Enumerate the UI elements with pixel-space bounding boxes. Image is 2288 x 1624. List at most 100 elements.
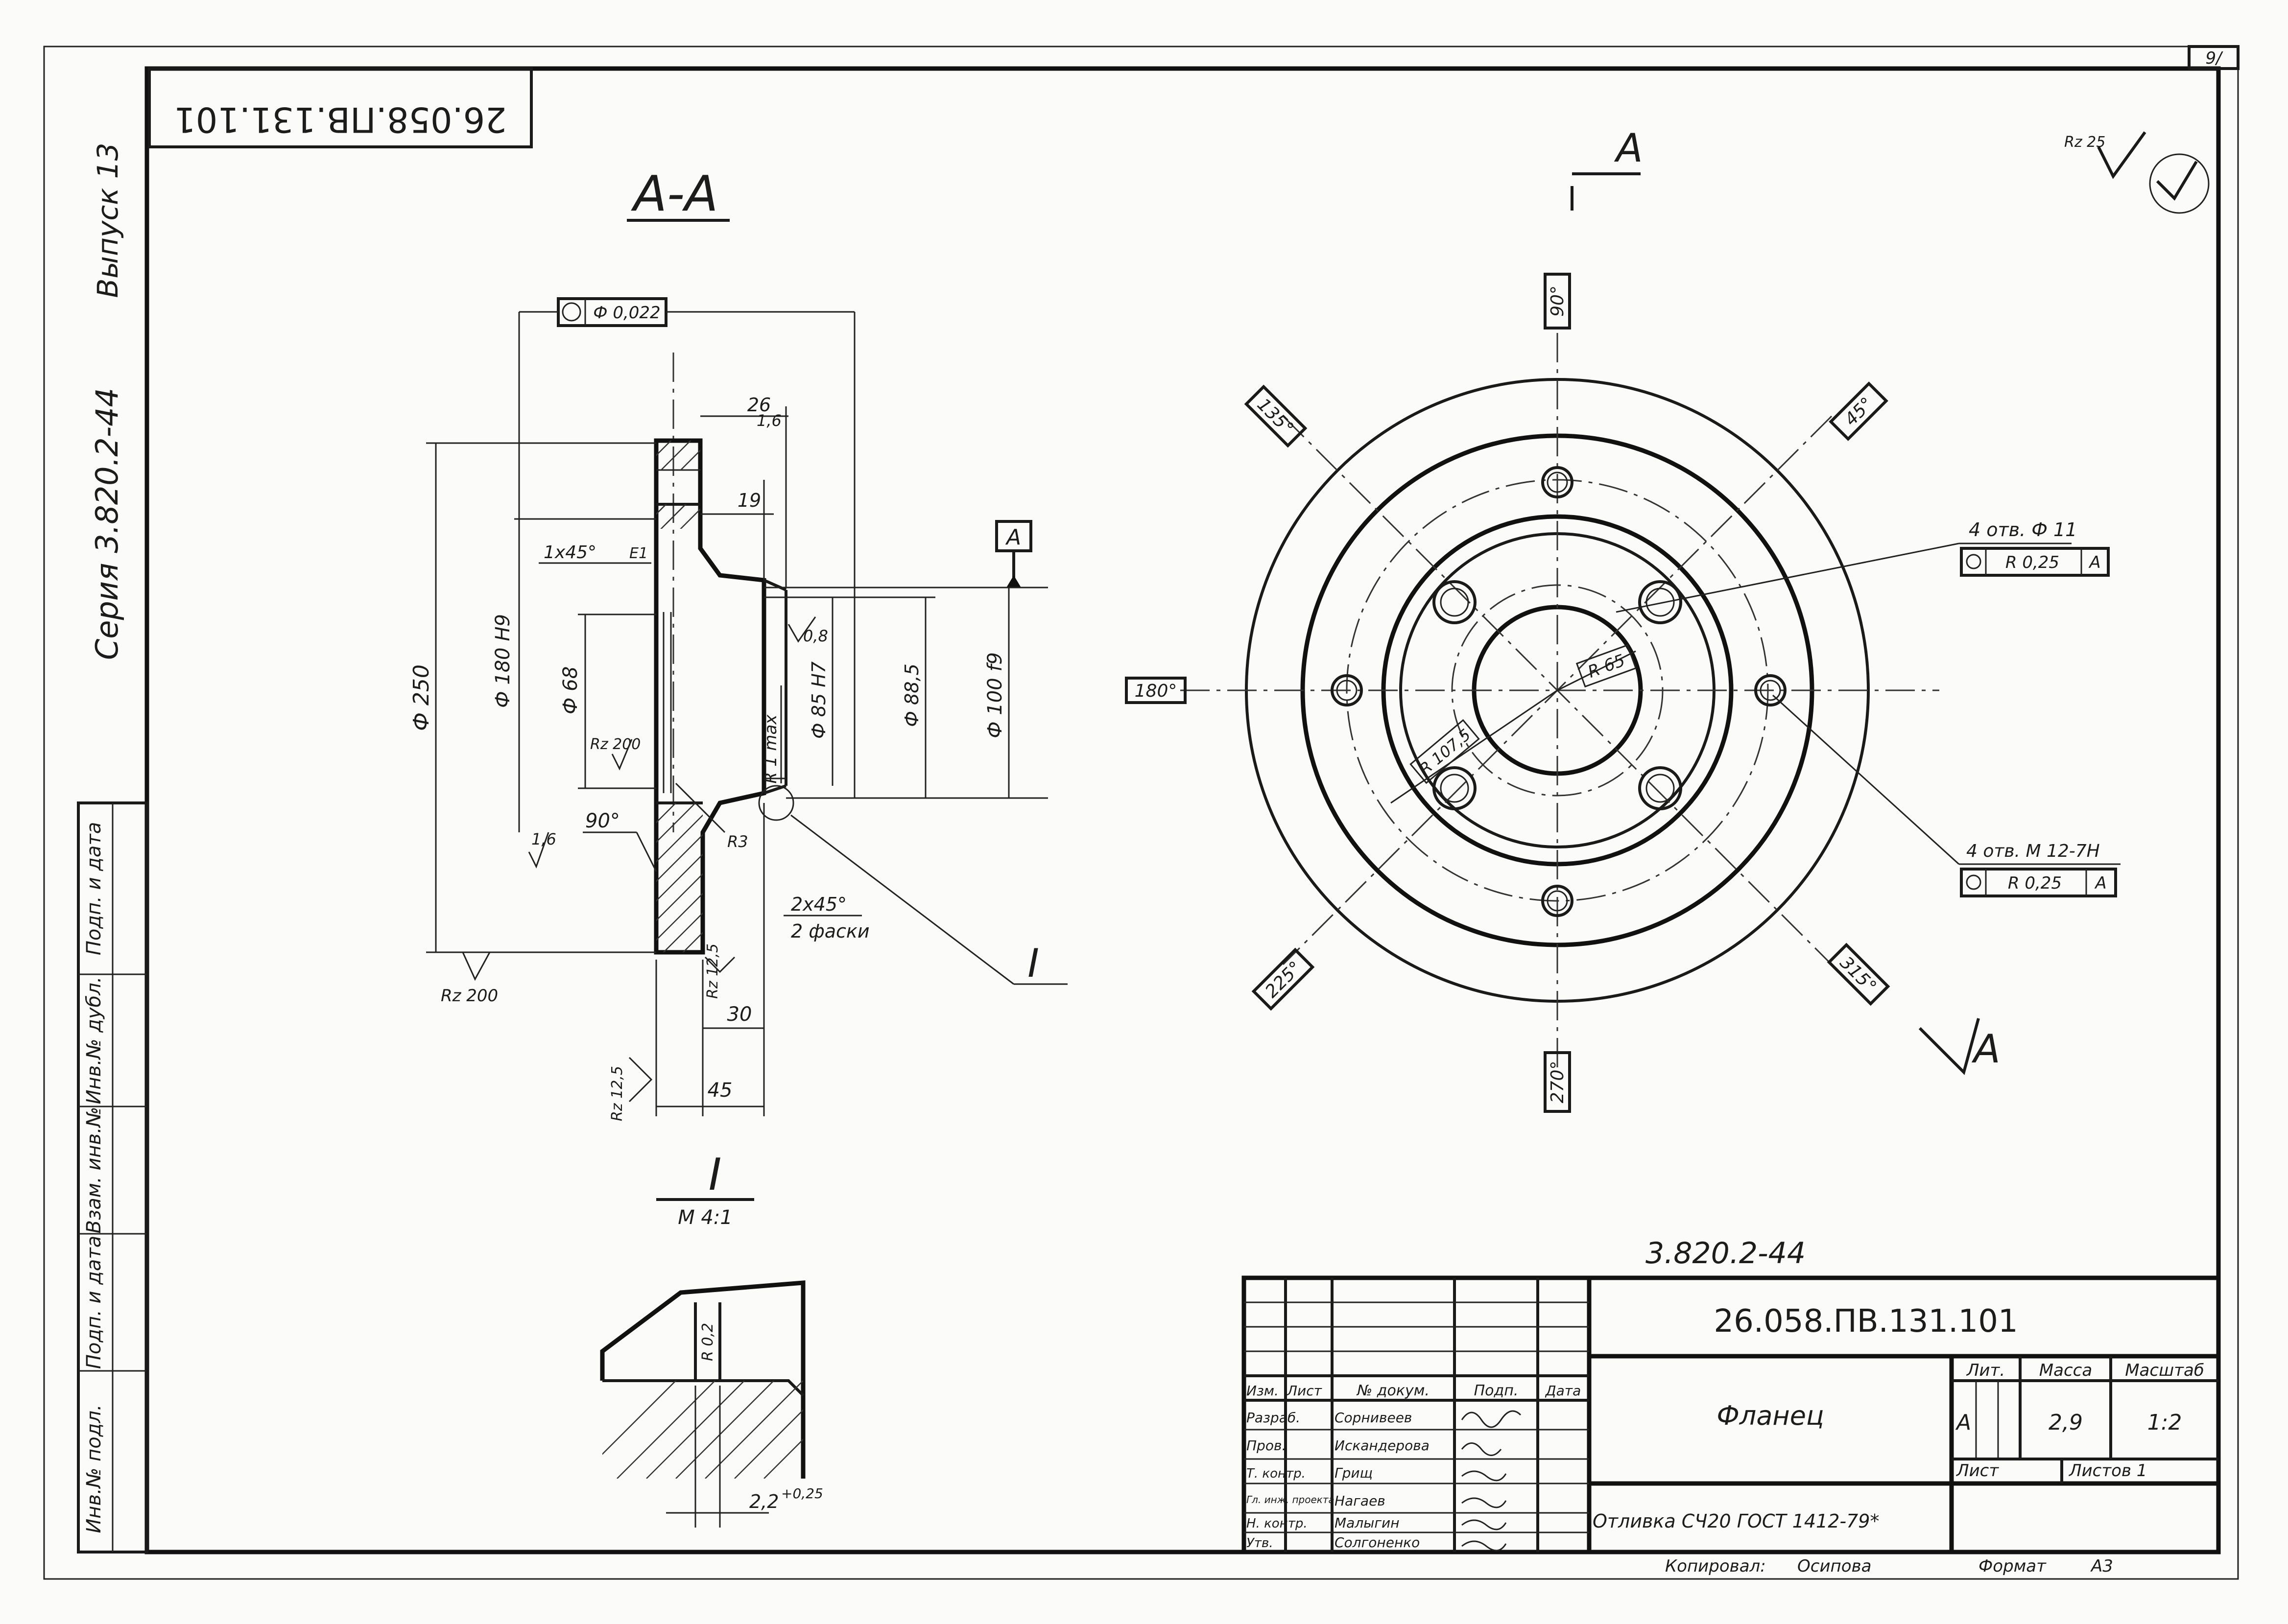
label-e1: E1 bbox=[629, 545, 648, 562]
sheet-edge bbox=[43, 46, 2239, 1580]
hole-45 bbox=[1638, 580, 1682, 624]
role-1: Пров. bbox=[1246, 1437, 1286, 1454]
name-0: Сорнивеев bbox=[1335, 1410, 1412, 1426]
dim-d250: Ф 250 bbox=[409, 664, 434, 731]
dim-r1max: R 1 max bbox=[761, 714, 781, 784]
hole-135 bbox=[1432, 580, 1477, 624]
lit-value: А bbox=[1955, 1410, 1971, 1435]
sheet-label: Лист bbox=[1955, 1461, 1999, 1481]
angle-90: 90° bbox=[585, 810, 620, 832]
dim-d88: Ф 88,5 bbox=[901, 663, 923, 727]
th-sign: Подп. bbox=[1474, 1382, 1519, 1399]
thread-note: 4 отв. М 12-7Н bbox=[1966, 841, 2100, 861]
strip-inv-podl: Инв.№ подл. bbox=[83, 1404, 105, 1533]
detail-tol: +0,25 bbox=[781, 1485, 823, 1502]
format-label: Формат bbox=[1978, 1556, 2047, 1576]
rotated-code: 26.058.ПВ.131.101 bbox=[174, 99, 507, 140]
detail-r02: R 0,2 bbox=[699, 1323, 716, 1361]
holes-note: 4 отв. Ф 11 bbox=[1969, 519, 2077, 541]
title-block: 3.820.2-44 Изм. Лист № докум. Подп. Дата… bbox=[1241, 1236, 2221, 1576]
thread-270 bbox=[1541, 885, 1573, 917]
detail-circle bbox=[758, 785, 794, 821]
hole-225 bbox=[1432, 766, 1477, 810]
strip-inv-dubl: Инв.№ дубл. bbox=[83, 977, 105, 1105]
role-2: Т. контр. bbox=[1246, 1466, 1306, 1481]
angle-45: 45° bbox=[1829, 381, 1888, 441]
chamfer-note: 2 фаски bbox=[791, 920, 870, 942]
chamfer-1x45: 1х45° bbox=[544, 542, 596, 563]
sheet-number: 9/ bbox=[2205, 48, 2223, 68]
angle-315: 315° bbox=[1827, 942, 1890, 1006]
role-3: Гл. инж. проекта bbox=[1246, 1494, 1335, 1506]
angle-270: 270° bbox=[1544, 1051, 1571, 1113]
sheets-label: Листов 1 bbox=[2068, 1461, 2147, 1481]
mass-value: 2,9 bbox=[2049, 1410, 2083, 1435]
detail-title: I bbox=[709, 1149, 722, 1200]
th-izm: Изм. bbox=[1246, 1383, 1279, 1399]
th-date: Дата bbox=[1545, 1383, 1581, 1399]
dim-d68: Ф 68 bbox=[559, 666, 582, 714]
section-mark-bottom: А bbox=[1971, 1026, 2001, 1072]
copied-label: Копировал: bbox=[1665, 1556, 1766, 1576]
hole-315 bbox=[1638, 766, 1682, 810]
svg-text:180°: 180° bbox=[1135, 681, 1177, 701]
doc-code: 26.058.ПВ.131.101 bbox=[1714, 1303, 2018, 1340]
detail-dim: 2,2 bbox=[749, 1491, 779, 1512]
chamfer-2x45: 2х45° bbox=[791, 894, 847, 915]
scale-value: 1:2 bbox=[2147, 1410, 2182, 1435]
thread-90 bbox=[1541, 466, 1573, 498]
section-view: А-А Ф 0,022 bbox=[409, 165, 1068, 1121]
holes-datum: А bbox=[2088, 553, 2100, 572]
radius-r3: R3 bbox=[727, 832, 748, 851]
format-value: А3 bbox=[2090, 1556, 2113, 1576]
angle-180: 180° bbox=[1125, 677, 1187, 704]
role-4: Н. контр. bbox=[1246, 1516, 1308, 1531]
svg-text:270°: 270° bbox=[1548, 1061, 1568, 1104]
angle-225: 225° bbox=[1251, 947, 1315, 1011]
name-3: Нагаев bbox=[1335, 1493, 1385, 1509]
strip-podp-1: Подп. и дата bbox=[83, 1236, 105, 1369]
detail-scale: М 4:1 bbox=[678, 1206, 733, 1229]
dim-d180: Ф 180 Н9 bbox=[492, 614, 514, 708]
th-doc: № докум. bbox=[1356, 1382, 1430, 1399]
strip-podp-2: Подп. и дата bbox=[83, 822, 105, 955]
sheet-number-box bbox=[2188, 45, 2240, 70]
issue-text: Выпуск 13 bbox=[91, 143, 124, 298]
detail-outline bbox=[600, 1280, 806, 1479]
thread-datum: А bbox=[2094, 873, 2106, 893]
dim-19: 19 bbox=[738, 490, 761, 511]
name-4: Малыгин bbox=[1335, 1515, 1400, 1531]
thread-0 bbox=[1754, 674, 1787, 706]
roughness-symbol bbox=[2097, 131, 2146, 179]
material: Отливка СЧ20 ГОСТ 1412-79* bbox=[1593, 1510, 1879, 1532]
holes-tol-frame bbox=[1960, 547, 2110, 577]
detail-callout: I bbox=[1027, 941, 1039, 986]
copied-name: Осипова bbox=[1797, 1556, 1871, 1576]
strip-vzam: Взам. инв.№ bbox=[83, 1107, 105, 1234]
roughness-circle bbox=[2149, 153, 2210, 214]
name-1: Искандерова bbox=[1335, 1437, 1430, 1454]
th-scale: Масштаб bbox=[2125, 1361, 2204, 1380]
role-0: Разраб. bbox=[1246, 1410, 1300, 1426]
rough-rz200b: Rz 200 bbox=[441, 986, 498, 1006]
detail-view: I М 4:1 R 0,2 2,2 +0,25 bbox=[600, 1149, 823, 1528]
name-2: Грищ bbox=[1335, 1465, 1373, 1481]
th-mass: Масса bbox=[2039, 1361, 2092, 1380]
th-list: Лист bbox=[1287, 1383, 1322, 1399]
plan-view: А А 90° 45° bbox=[1125, 125, 2121, 1113]
angle-135: 135° bbox=[1244, 384, 1308, 448]
holes-tol: R 0,25 bbox=[2005, 553, 2059, 572]
section-mark-top: А bbox=[1614, 125, 1643, 171]
rotated-code-box bbox=[148, 67, 533, 148]
rough-rz125b: Rz 12,5 bbox=[609, 1066, 626, 1121]
svg-text:45°: 45° bbox=[1841, 394, 1877, 430]
dim-26: 26 bbox=[747, 394, 771, 416]
name-5: Солгоненко bbox=[1335, 1534, 1420, 1551]
dim-45: 45 bbox=[708, 1079, 733, 1102]
angle-90: 90° bbox=[1544, 273, 1571, 330]
section-title: А-А bbox=[631, 165, 718, 222]
tolerance-value: Ф 0,022 bbox=[593, 303, 660, 323]
dim-d85: Ф 85 Н7 bbox=[808, 661, 830, 739]
thread-tol-frame bbox=[1960, 868, 2117, 897]
